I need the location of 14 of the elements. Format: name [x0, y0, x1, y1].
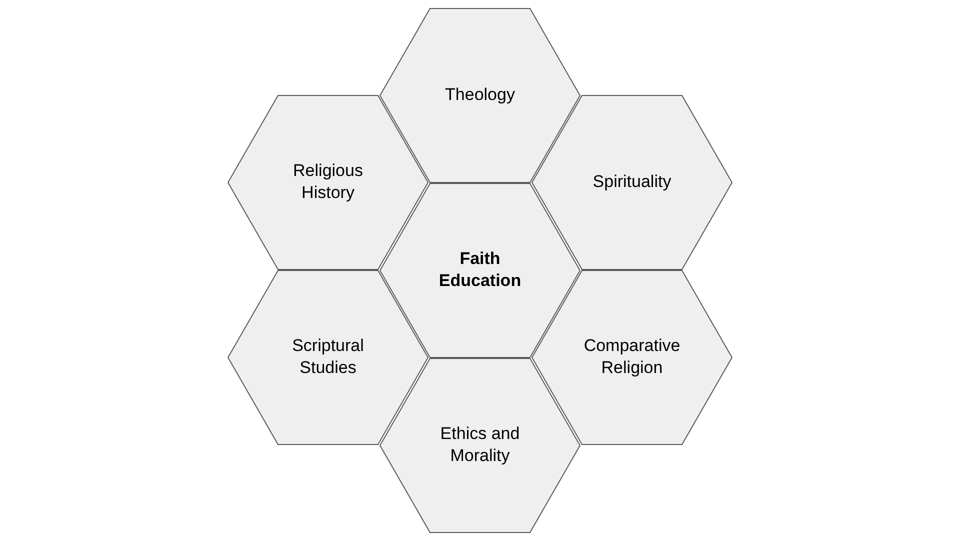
hexagon-tile: [531, 270, 733, 444]
hexagon-tile: [227, 94, 429, 270]
hexagon-tile: [379, 358, 581, 532]
topic-label: Scriptural Studies: [291, 335, 365, 379]
topic-label: Comparative Religion: [582, 335, 682, 379]
topic-label: Religious History: [292, 160, 364, 204]
hexagon-tile: [379, 182, 581, 358]
topic-label: Theology: [444, 84, 516, 106]
hexagon-tile: [531, 94, 733, 270]
hexagon-tile: [379, 8, 581, 182]
topic-label: Spirituality: [592, 171, 672, 193]
topic-label: Ethics and Morality: [439, 423, 521, 467]
hexagon-tile: [227, 270, 429, 444]
center-topic-label: Faith Education: [438, 248, 522, 292]
